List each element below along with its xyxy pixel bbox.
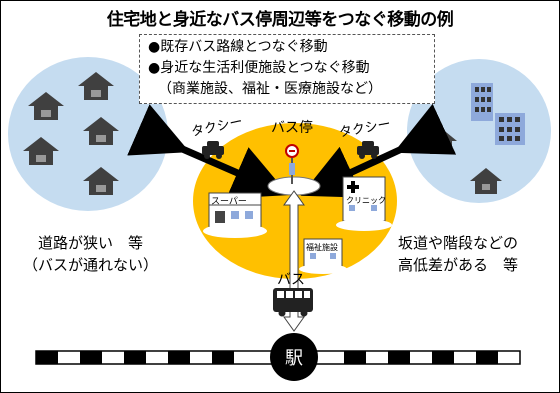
taxi-route-arrow-right bbox=[300, 103, 457, 198]
house-icon bbox=[23, 137, 59, 165]
station-label: 駅 bbox=[285, 348, 303, 369]
clinic-icon bbox=[342, 176, 386, 222]
building-icon bbox=[495, 113, 525, 145]
house-icon bbox=[83, 167, 119, 195]
store-icon bbox=[208, 192, 262, 228]
building-icon bbox=[471, 83, 493, 121]
info-line-1: ●既存バス路線とつなぐ移動 bbox=[148, 39, 328, 55]
bus-label: バス bbox=[277, 272, 305, 288]
station-circle bbox=[270, 333, 318, 381]
bus-route-arrow bbox=[283, 190, 305, 332]
diagram-title: 住宅地と身近なバス停周辺等をつなぐ移動の例 bbox=[106, 10, 454, 30]
info-line-2: ●身近な生活利便施設とつなぐ移動 bbox=[148, 60, 370, 76]
bus-stop-icon bbox=[285, 144, 299, 184]
bus-icon bbox=[273, 288, 313, 317]
welfare-label: 福祉施設 bbox=[306, 242, 338, 252]
supermarket-label: スーパー bbox=[211, 196, 247, 207]
left-note-line-2: （バスが通れない） bbox=[23, 256, 159, 274]
clinic-label: クリニック bbox=[346, 196, 386, 205]
taxi-route-arrow-left bbox=[127, 104, 289, 199]
taxi-icon bbox=[357, 141, 379, 159]
info-line-3: （商業施設、福祉・医療施設など） bbox=[158, 81, 382, 97]
left-note-line-1: 道路が狭い 等 bbox=[38, 234, 144, 252]
right-note-line-1: 坂道や階段などの bbox=[398, 234, 519, 252]
taxi-label-right: タクシー bbox=[338, 117, 392, 141]
bus-stop-label: バス停 bbox=[271, 119, 313, 136]
info-box: ●既存バス路線とつなぐ移動 ●身近な生活利便施設とつなぐ移動 （商業施設、福祉・… bbox=[139, 34, 435, 104]
house-icon bbox=[470, 168, 502, 194]
house-icon bbox=[28, 92, 64, 120]
taxi-label-left: タクシー bbox=[190, 115, 244, 140]
house-icon bbox=[83, 117, 119, 145]
right-note-line-2: 高低差がある 等 bbox=[398, 256, 519, 274]
house-icon bbox=[78, 72, 114, 100]
taxi-icon bbox=[202, 141, 224, 159]
